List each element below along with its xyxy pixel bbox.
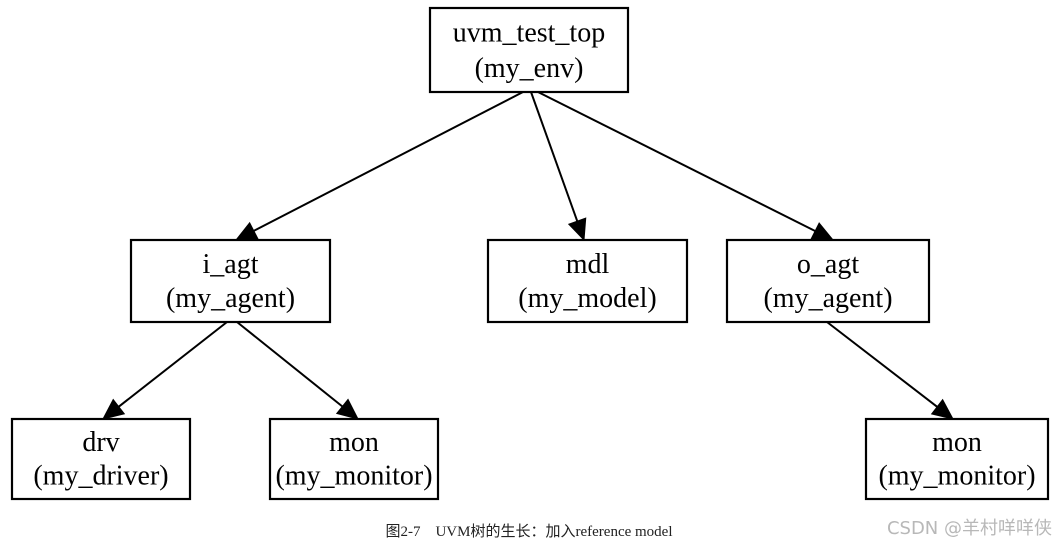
node-imon: mon(my_monitor) xyxy=(268,417,440,501)
edge-iagt-to-imon xyxy=(236,321,344,408)
nodes-layer: uvm_test_top(my_env)i_agt(my_agent)mdl(m… xyxy=(10,6,1050,501)
arrowhead-oagt-to-omon xyxy=(930,398,954,420)
node-iagt: i_agt(my_agent) xyxy=(129,238,332,324)
arrowhead-top-to-oagt xyxy=(810,222,835,241)
node-box xyxy=(486,238,689,324)
node-box xyxy=(864,417,1050,501)
edge-oagt-to-omon xyxy=(826,321,938,408)
node-box xyxy=(725,238,931,324)
edge-top-to-oagt xyxy=(537,91,816,232)
node-class-type: (my_driver) xyxy=(33,461,168,492)
edges-layer xyxy=(102,91,954,420)
node-instance-name: drv xyxy=(82,427,119,458)
node-instance-name: i_agt xyxy=(203,249,259,280)
figure-caption: 图2-7 UVM树的生长：加入reference model xyxy=(385,524,673,540)
arrowhead-iagt-to-imon xyxy=(335,398,359,420)
node-box xyxy=(428,6,630,94)
arrowhead-top-to-mdl xyxy=(567,217,587,242)
node-box xyxy=(268,417,440,501)
node-class-type: (my_monitor) xyxy=(878,461,1035,492)
arrowhead-top-to-iagt xyxy=(234,221,259,241)
node-class-type: (my_env) xyxy=(475,53,584,84)
node-omon: mon(my_monitor) xyxy=(864,417,1050,501)
watermark: CSDN @羊村咩咩侠 xyxy=(886,518,1052,539)
node-class-type: (my_agent) xyxy=(166,283,295,314)
node-instance-name: o_agt xyxy=(797,249,859,280)
arrowhead-iagt-to-drv xyxy=(102,398,126,420)
node-instance-name: mdl xyxy=(566,249,610,280)
node-box xyxy=(129,238,332,324)
node-class-type: (my_agent) xyxy=(763,283,892,314)
node-instance-name: mon xyxy=(932,427,982,458)
edge-iagt-to-drv xyxy=(118,321,228,408)
node-class-type: (my_model) xyxy=(518,283,656,314)
edge-top-to-iagt xyxy=(253,91,524,232)
node-instance-name: uvm_test_top xyxy=(453,18,605,49)
node-box xyxy=(10,417,192,501)
node-drv: drv(my_driver) xyxy=(10,417,192,501)
node-instance-name: mon xyxy=(329,427,379,458)
node-class-type: (my_monitor) xyxy=(275,461,432,492)
node-oagt: o_agt(my_agent) xyxy=(725,238,931,324)
node-top: uvm_test_top (my_env) xyxy=(428,6,630,94)
edge-top-to-mdl xyxy=(530,91,579,222)
node-mdl: mdl(my_model) xyxy=(486,238,689,324)
